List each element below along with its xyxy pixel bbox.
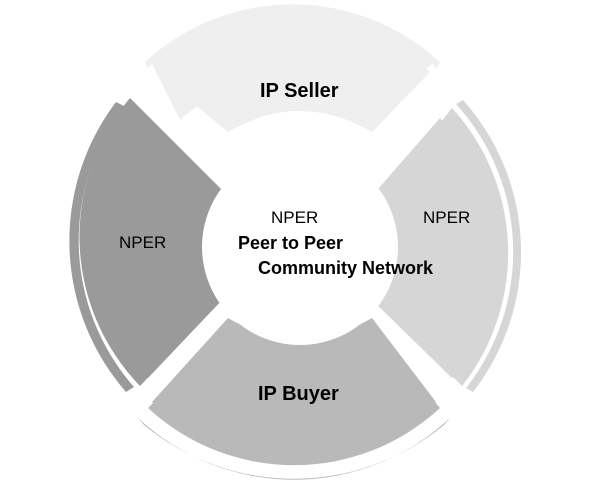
segment-left-outer-ring [69, 102, 134, 392]
segment-right-outer-ring [456, 100, 522, 392]
center-label-secondary: Peer to Peer [238, 233, 344, 253]
segment-bottom-label: IP Buyer [258, 383, 339, 405]
center-label-primary: NPER [271, 208, 319, 227]
segment-right-body [372, 118, 493, 378]
segment-left-label: NPER [119, 233, 167, 252]
segment-left-body [94, 110, 222, 378]
segment-top-label: IP Seller [260, 80, 339, 102]
center-label-tertiary: Community Network [258, 258, 434, 278]
segment-top-body [155, 19, 430, 132]
center-hub [202, 149, 398, 345]
segment-top-outer-ring [145, 4, 440, 68]
segment-right-label: NPER [423, 208, 471, 227]
segment-bottom-body [152, 318, 436, 460]
